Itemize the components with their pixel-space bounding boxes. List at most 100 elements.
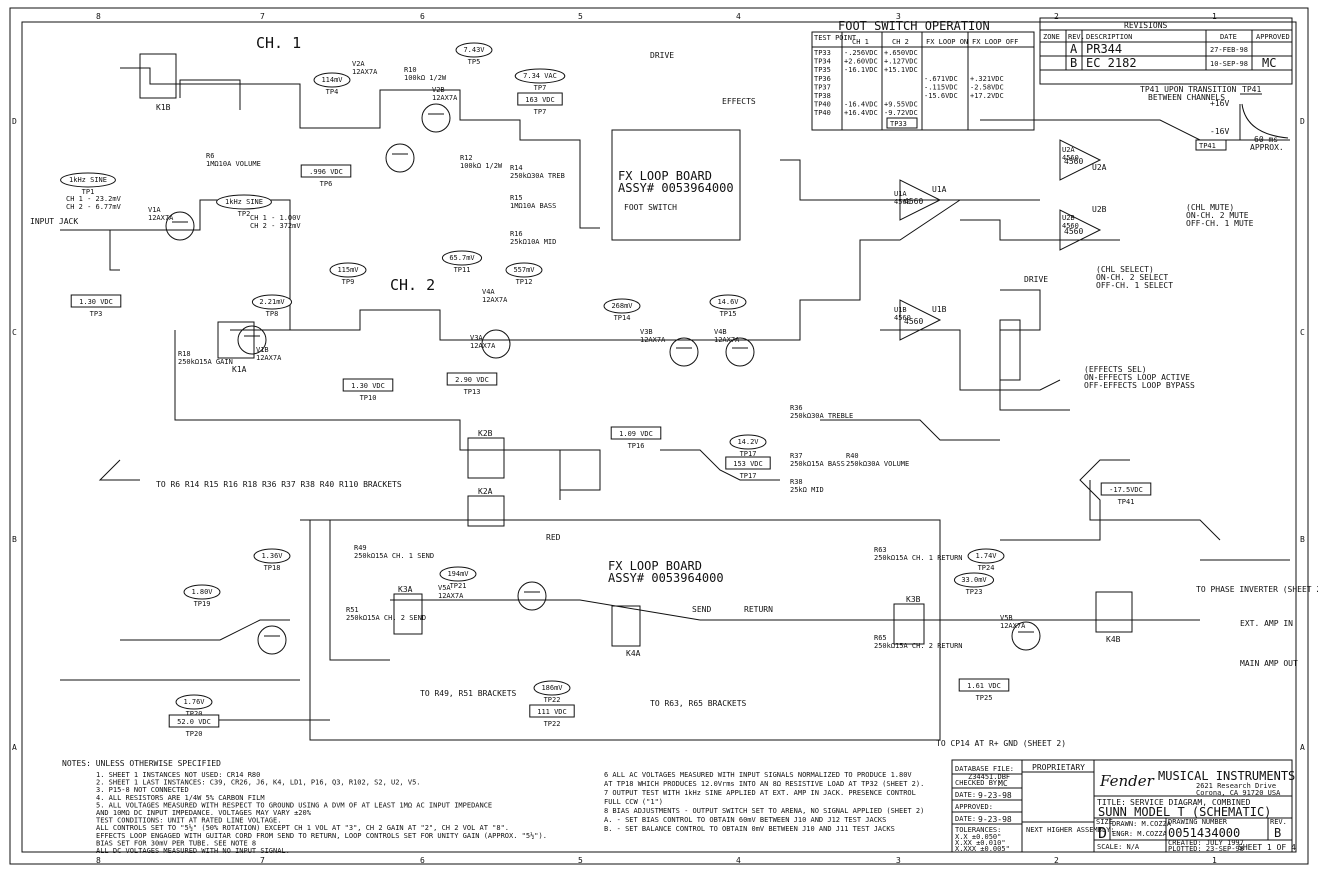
fs-header-test-point: TEST POINT bbox=[814, 34, 857, 42]
test-point-box bbox=[610, 426, 662, 440]
component-id: R10 bbox=[404, 66, 417, 74]
component-value: 250kΩ30A TREB bbox=[510, 172, 565, 180]
svg-text:K1A: K1A bbox=[232, 365, 247, 374]
svg-text:K3B: K3B bbox=[906, 595, 921, 604]
relay-boxes: K1B K1A K2B K2A K3A K4A K3B K4B bbox=[139, 53, 1133, 658]
chl-select-3: OFF-CH. 1 SELECT bbox=[1096, 281, 1173, 290]
note-line: BIAS SET FOR 30mV PER TUBE. SEE NOTE 8 bbox=[96, 839, 256, 847]
main-amp-jack-label: MAIN AMP OUT bbox=[1240, 659, 1298, 668]
date1-label: DATE: bbox=[955, 791, 976, 799]
zone-right-C: C bbox=[1300, 328, 1305, 337]
component-value: 25kΩ10A MID bbox=[510, 238, 556, 246]
component-id: V5B bbox=[1000, 614, 1013, 622]
drive-switch-label: DRIVE bbox=[650, 51, 674, 60]
tube-symbol bbox=[237, 325, 267, 355]
zone-bottom-5: 5 bbox=[578, 856, 583, 865]
test-point-label: TP9 bbox=[342, 278, 355, 286]
test-point-value: 1.76V bbox=[183, 698, 205, 706]
component-id: V2A bbox=[352, 60, 365, 68]
chl-mute-1: (CHL MUTE) bbox=[1186, 203, 1234, 212]
test-point-label: TP2 bbox=[238, 210, 251, 218]
zone-bottom-8: 8 bbox=[96, 856, 101, 865]
note-right-line: FULL CCW ("1") bbox=[604, 798, 663, 806]
revisions-title: REVISIONS bbox=[1124, 21, 1168, 30]
component-id: R16 bbox=[510, 230, 523, 238]
title-block: DATABASE FILE: Z3445I.DBF CHECKED BY: MC… bbox=[951, 759, 1296, 853]
fs-cell: -.671VDC bbox=[924, 75, 958, 83]
zone-left-B: B bbox=[12, 535, 17, 544]
test-point-value: 111 VDC bbox=[537, 708, 567, 716]
tp41-scale-pos: +16V bbox=[1210, 99, 1229, 108]
test-point-bubble bbox=[439, 566, 477, 582]
test-point-label: TP19 bbox=[194, 600, 211, 608]
test-point-bubble bbox=[175, 694, 213, 710]
fs-cell: +16.4VDC bbox=[844, 109, 878, 117]
component-value: 250kΩ15A CH. 1 RETURN bbox=[874, 554, 963, 562]
checked-by-value: MC bbox=[998, 779, 1008, 788]
fs-cell: TP33 bbox=[814, 49, 831, 57]
return-jack-label: RETURN bbox=[744, 605, 773, 614]
to-r6-label: TO R6 R14 R15 R16 R18 R36 R37 R38 R40 R1… bbox=[156, 480, 402, 489]
component-value: 250kΩ30A VOLUME bbox=[846, 460, 909, 468]
test-point-label: TP24 bbox=[978, 564, 995, 572]
fs-cell: +17.2VDC bbox=[970, 92, 1004, 100]
component-value: 250kΩ15A GAIN bbox=[178, 358, 233, 366]
fs-cell: -9.72VDC bbox=[884, 109, 918, 117]
test-point-value: 14.2V bbox=[737, 438, 759, 446]
component-value: 4560 bbox=[894, 314, 911, 322]
test-point-label: TP17 bbox=[740, 472, 757, 480]
test-point-bubble bbox=[183, 584, 221, 600]
component-value: 250kΩ15A CH. 1 SEND bbox=[354, 552, 434, 560]
drive-led-label: DRIVE bbox=[1024, 275, 1048, 284]
component-id: R12 bbox=[460, 154, 473, 162]
component-value: 12AX7A bbox=[256, 354, 282, 362]
component-labels: V1A12AX7AV1B12AX7AV2A12AX7AV2B12AX7AV3A1… bbox=[148, 60, 1079, 650]
test-point-label: TP7 bbox=[534, 108, 547, 116]
test-point-label: TP22 bbox=[544, 696, 561, 704]
component-id: R15 bbox=[510, 194, 523, 202]
fs-header-fx-on: FX LOOP ON bbox=[926, 38, 968, 46]
tp2-note-2: CH 2 - 372mV bbox=[250, 222, 301, 230]
tp1-note-1: CH 1 - 23.2mV bbox=[66, 195, 122, 203]
fx-loop-top-line1: FX LOOP BOARD bbox=[618, 169, 712, 183]
test-point-bubble bbox=[709, 294, 747, 310]
note-line: 3. P15-8 NOT CONNECTED bbox=[96, 786, 189, 794]
test-point-bubble bbox=[729, 434, 767, 450]
test-point-value: 194mV bbox=[447, 570, 469, 578]
tp41-note-1: TP41 UPON TRANSITION bbox=[1140, 85, 1237, 94]
to-cp14-label: TO CP14 AT R+ GND (SHEET 2) bbox=[936, 739, 1066, 748]
test-point-box bbox=[725, 456, 771, 470]
send-jack-label: SEND bbox=[692, 605, 711, 614]
company-address-2: Corona, CA 91720 USA bbox=[1196, 789, 1281, 797]
chl-effects-3: OFF-EFFECTS LOOP BYPASS bbox=[1084, 381, 1195, 390]
fs-cell: -15.6VDC bbox=[924, 92, 958, 100]
revisions-table: REVISIONS ZONE REV. DESCRIPTION DATE APP… bbox=[1039, 17, 1293, 85]
test-point-box bbox=[958, 678, 1010, 692]
rev-header-zone: ZONE bbox=[1043, 33, 1060, 41]
test-point-bubble bbox=[441, 250, 483, 266]
tube-symbol bbox=[669, 337, 699, 367]
test-point-value: 163 VDC bbox=[525, 96, 555, 104]
fs-cell: TP40 bbox=[814, 109, 831, 117]
to-r63-label: TO R63, R65 BRACKETS bbox=[650, 699, 747, 708]
test-point-value: -17.5VDC bbox=[1109, 486, 1143, 494]
channel-1-label: CH. 1 bbox=[256, 34, 301, 52]
chl-mute-2: ON-CH. 2 MUTE bbox=[1186, 211, 1249, 220]
test-point-value: 2.21mV bbox=[259, 298, 285, 306]
rev-row-b-date: 10-SEP-98 bbox=[1210, 60, 1248, 68]
test-point-bubble bbox=[253, 548, 291, 564]
fs-cell: +2.60VDC bbox=[844, 58, 878, 66]
test-point-box bbox=[529, 704, 575, 718]
zone-bottom-4: 4 bbox=[736, 856, 741, 865]
component-value: 25kΩ MID bbox=[790, 486, 824, 494]
test-point-bubble bbox=[60, 172, 116, 188]
component-value: 4560 bbox=[1062, 222, 1079, 230]
db-file-value: Z3445I.DBF bbox=[968, 773, 1010, 781]
tp2-note-1: CH 1 - 1.00V bbox=[250, 214, 301, 222]
test-point-label: TP8 bbox=[266, 310, 279, 318]
scale-value: SCALE: N/A bbox=[1097, 843, 1140, 851]
fs-cell: TP34 bbox=[814, 58, 831, 66]
chl-effects-2: ON-EFFECTS LOOP ACTIVE bbox=[1084, 373, 1190, 382]
svg-text:U2A: U2A bbox=[1092, 163, 1107, 172]
